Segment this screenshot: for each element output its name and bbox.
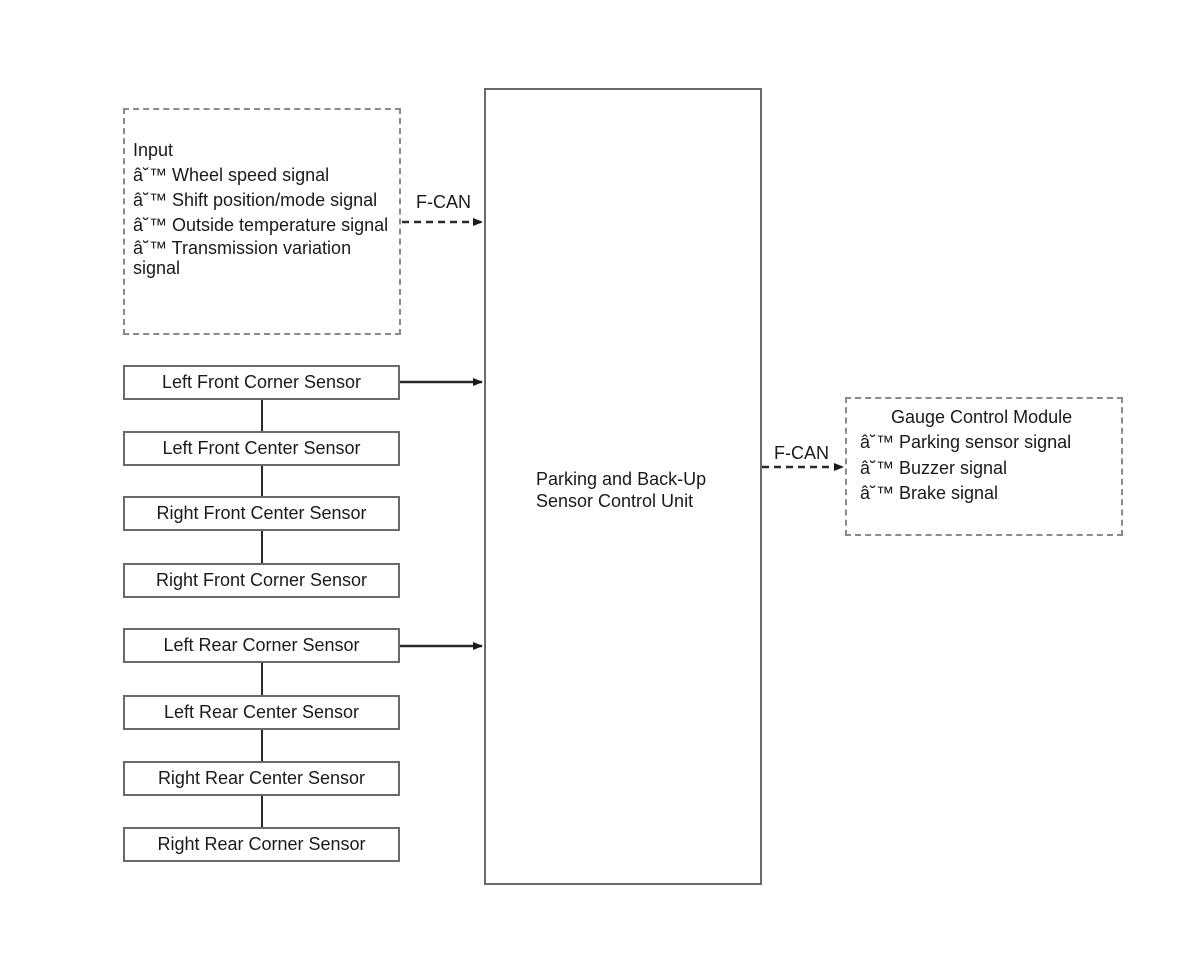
gauge-item-buzzer: â˘™ Buzzer signal <box>860 457 1008 478</box>
input-item-outside-temp: â˘™ Outside temperature signal <box>133 215 389 235</box>
gauge-control-module-box <box>845 397 1123 536</box>
sensor-right-rear-corner: Right Rear Corner Sensor <box>123 827 400 862</box>
sensor-left-front-corner: Left Front Corner Sensor <box>123 365 400 400</box>
gauge-item-parking-sensor: â˘™ Parking sensor signal <box>860 432 1072 452</box>
control-unit-label-line2: Sensor Control Unit <box>536 491 694 511</box>
sensor-left-front-center: Left Front Center Sensor <box>123 431 400 466</box>
control-unit-label: Parking and Back-Up Sensor Control Unit <box>536 468 706 512</box>
sensor-right-front-center: Right Front Center Sensor <box>123 496 400 531</box>
gauge-signal-list: â˘™ Parking sensor signal â˘™ Buzzer sig… <box>860 430 1071 507</box>
input-item-wheel-speed: â˘™ Wheel speed signal <box>133 165 330 185</box>
sensor-left-rear-corner: Left Rear Corner Sensor <box>123 628 400 663</box>
fcan-output-label: F-CAN <box>774 443 829 463</box>
sensor-right-rear-center: Right Rear Center Sensor <box>123 761 400 796</box>
sensor-right-front-corner: Right Front Corner Sensor <box>123 563 400 598</box>
gauge-module-title: Gauge Control Module <box>891 407 1073 427</box>
input-signal-list: Input â˘™ Wheel speed signal â˘™ Shift p… <box>133 138 388 278</box>
input-item-transmission: â˘™ Transmission variation <box>133 238 352 258</box>
control-unit-label-line1: Parking and Back-Up <box>536 469 707 489</box>
fcan-input-label: F-CAN <box>416 192 471 212</box>
input-item-shift-position: â˘™ Shift position/mode signal <box>133 190 378 210</box>
gauge-item-brake: â˘™ Brake signal <box>860 483 999 503</box>
parking-sensor-control-unit <box>484 88 762 885</box>
input-item-transmission-cont: signal <box>133 258 181 278</box>
input-title: Input <box>133 140 174 160</box>
input-signals-box <box>123 108 401 335</box>
sensor-left-rear-center: Left Rear Center Sensor <box>123 695 400 730</box>
